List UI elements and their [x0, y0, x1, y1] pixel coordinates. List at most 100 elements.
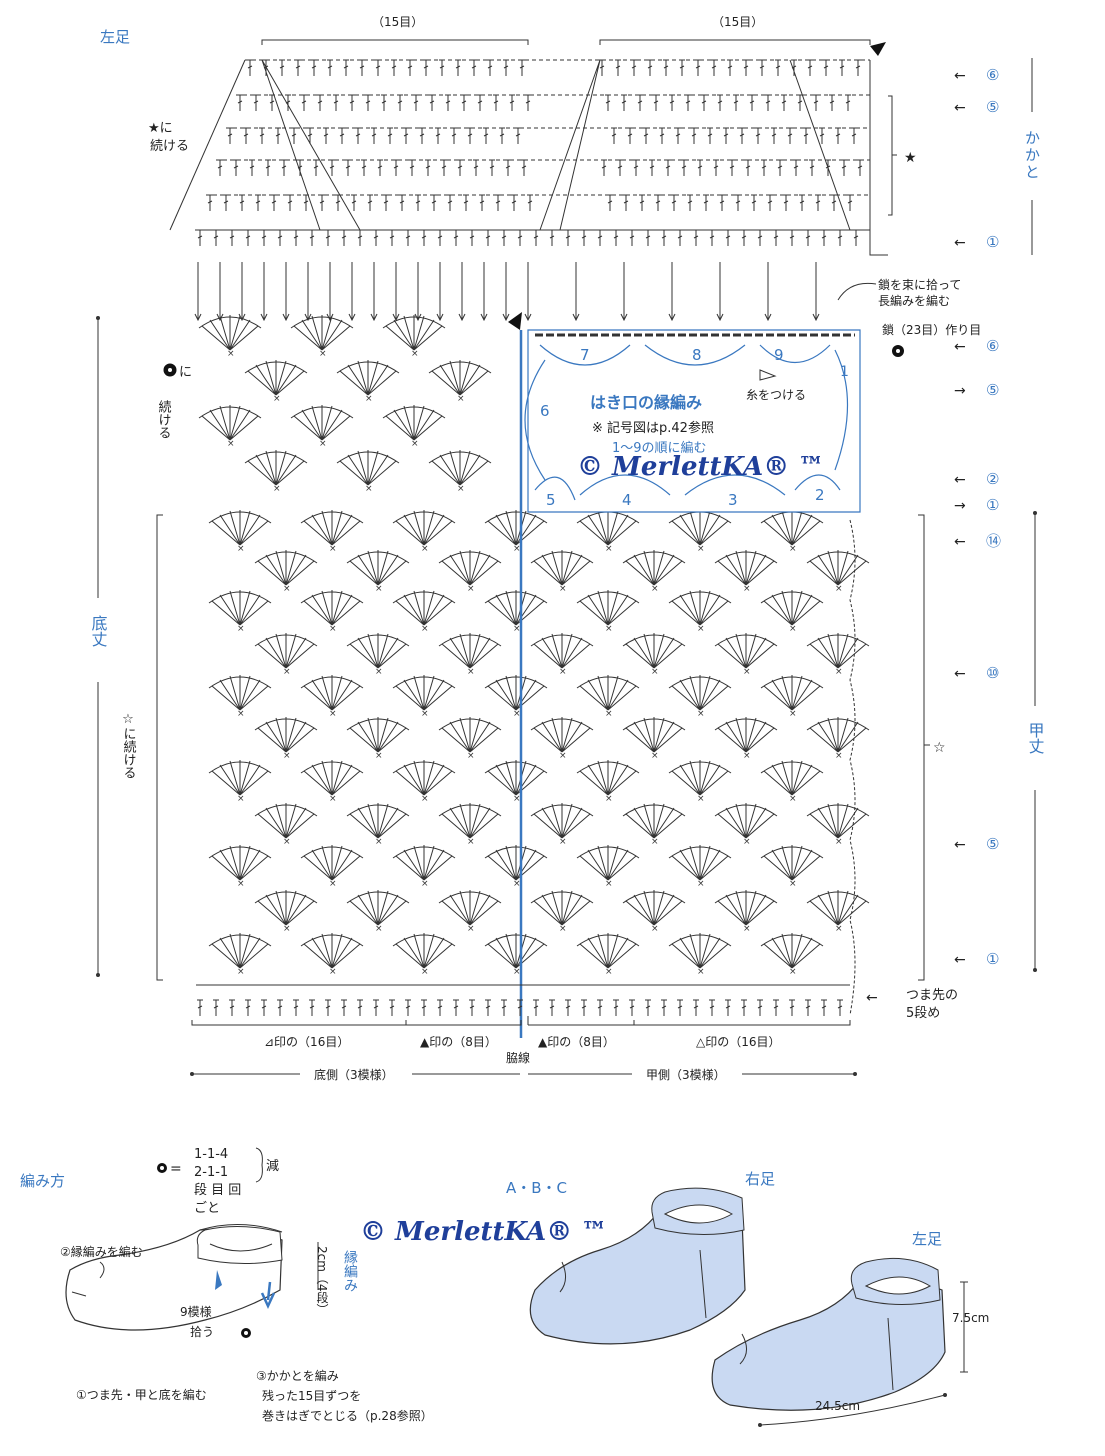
- shell-stitch: [438, 802, 502, 848]
- white-star-continue: ☆に続ける: [121, 712, 137, 779]
- edging-step: ②縁編みを編む: [60, 1244, 143, 1259]
- heel-stitch: [604, 94, 612, 112]
- shell-stitch: [484, 589, 548, 635]
- shell-stitch: [484, 759, 548, 805]
- shell-stitch: [244, 359, 308, 405]
- heel-stitch: [260, 229, 268, 247]
- heel-stitch: [354, 127, 362, 145]
- heel-stitch: [676, 229, 684, 247]
- heel-stitch: [246, 59, 254, 77]
- shell-stitch: [346, 549, 410, 595]
- shell-stitch: [668, 844, 732, 890]
- instep-side-label: 甲側（3模様）: [646, 1068, 726, 1082]
- shell-stitch: [300, 759, 364, 805]
- heel-stitch: [686, 194, 694, 212]
- shell-stitch: [622, 802, 686, 848]
- heel-stitch: [828, 94, 836, 112]
- heel-stitch: [638, 194, 646, 212]
- shell-stitch: [392, 674, 456, 720]
- shell-stitch: [760, 759, 824, 805]
- heel-stitch: [628, 229, 636, 247]
- heel-stitch: [212, 229, 220, 247]
- heel-stitch: [294, 59, 302, 77]
- heel-stitch: [712, 159, 720, 177]
- heel-stitch: [646, 59, 654, 77]
- svg-text:=: =: [170, 1161, 182, 1177]
- heel-stitch: [678, 59, 686, 77]
- shell-stitch: [484, 509, 548, 555]
- right-foot-label: 右足: [745, 1170, 775, 1188]
- heel-stitch: [796, 94, 804, 112]
- heel-stitch: [836, 229, 844, 247]
- shell-stitch: [438, 549, 502, 595]
- heel-stitch: [360, 159, 368, 177]
- heel-stitch: [754, 127, 762, 145]
- heel-stitch: [772, 229, 780, 247]
- left-foot-title: 左足: [100, 28, 130, 46]
- heel-stitch: [642, 127, 650, 145]
- shell-stitch: [576, 759, 640, 805]
- heel-stitch: [402, 127, 410, 145]
- heel-stitch: [216, 159, 224, 177]
- heel-stitch: [228, 229, 236, 247]
- heel-stitch: [236, 94, 244, 112]
- heel-stitch: [840, 159, 848, 177]
- heel-stitch: [756, 229, 764, 247]
- heel-stitch: [492, 94, 500, 112]
- toe-stitch: [772, 999, 780, 1017]
- heel-stitch: [476, 94, 484, 112]
- heel-stitch: [418, 127, 426, 145]
- top-count-left: （15目）: [372, 15, 423, 29]
- heel-stitch: [344, 159, 352, 177]
- heel-stitch: [446, 194, 454, 212]
- toe-stitch: [596, 999, 604, 1017]
- shell-stitch: [576, 674, 640, 720]
- heel-stitch: [580, 229, 588, 247]
- heel-stitch: [430, 194, 438, 212]
- cuff-row-marker: ⑤: [986, 381, 999, 399]
- side-line-label: 脇線: [506, 1050, 530, 1065]
- heel-stitch: [338, 127, 346, 145]
- toe-stitch: [692, 999, 700, 1017]
- toe-stitch: [740, 999, 748, 1017]
- shell-stitch: [208, 932, 272, 978]
- shell-stitch: [198, 404, 262, 450]
- heel-stitch: [388, 229, 396, 247]
- heel-stitch: [296, 159, 304, 177]
- heel-stitch: [428, 94, 436, 112]
- heel-row-marker: ⑥: [986, 66, 999, 84]
- shell-stitch: [530, 716, 594, 762]
- heel-stitch: [248, 159, 256, 177]
- heel-stitch: [742, 59, 750, 77]
- heel-stitch: [274, 127, 282, 145]
- toe-stitch: [676, 999, 684, 1017]
- toe-stitch: [404, 999, 412, 1017]
- pickup-arrows: [194, 262, 820, 322]
- toe-stitch: [276, 999, 284, 1017]
- decrease-label: 減: [266, 1158, 279, 1174]
- heel-stitch: [302, 194, 310, 212]
- instep-row-marker: ①: [986, 950, 999, 968]
- heel-stitch: [232, 159, 240, 177]
- instep-row-markers: ← ⑭ ← ⑩ ← ⑤ ← ①: [954, 532, 1001, 968]
- svg-text:←: ←: [954, 235, 966, 251]
- bottom-mark: △印の（16目）: [696, 1035, 781, 1049]
- heel-stitch: [486, 59, 494, 77]
- cuff-note-line1: ※ 記号図はp.42参照: [592, 420, 714, 436]
- shell-stitch: [668, 932, 732, 978]
- heel-stitch: [484, 229, 492, 247]
- shell-stitch: [530, 549, 594, 595]
- cuff-segment: 8: [692, 346, 702, 364]
- heel-stitch: [846, 194, 854, 212]
- heel-stitch: [420, 229, 428, 247]
- cuff-segment: 5: [546, 491, 556, 509]
- heel-stitch: [658, 127, 666, 145]
- watermark: © MerlettKA® ™: [577, 452, 824, 482]
- shell-stitch: [336, 359, 400, 405]
- svg-text:→: →: [954, 383, 966, 399]
- toe-stitch: [548, 999, 556, 1017]
- heel-stitch: [776, 159, 784, 177]
- heel-stitch: [434, 127, 442, 145]
- heel-stitch: [718, 194, 726, 212]
- heel-stitch: [614, 59, 622, 77]
